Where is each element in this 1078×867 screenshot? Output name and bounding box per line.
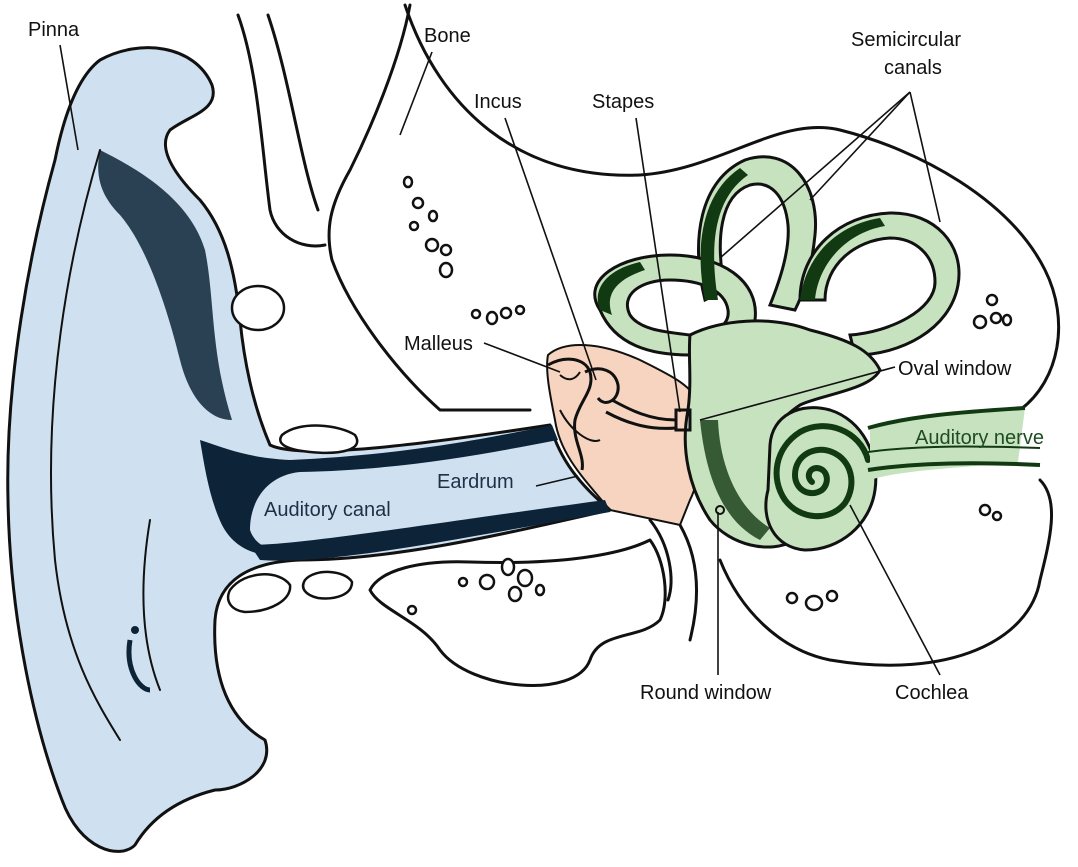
canal-inner-edge xyxy=(250,500,610,561)
cochlea-spiral xyxy=(773,423,871,520)
leader-lines xyxy=(59,44,941,676)
label-semicircular-canals-line1: Semicircular xyxy=(851,29,961,51)
label-cochlea: Cochlea xyxy=(895,682,969,704)
bone-outlines xyxy=(236,3,1061,687)
label-round-window: Round window xyxy=(640,682,772,704)
label-eardrum: Eardrum xyxy=(437,471,514,493)
label-incus: Incus xyxy=(474,91,522,113)
ossicles xyxy=(547,357,677,471)
canal-side-holes xyxy=(226,284,359,614)
label-semicircular-canals-line2: canals xyxy=(884,57,942,79)
label-auditory-canal: Auditory canal xyxy=(264,499,391,521)
label-auditory-nerve: Auditory nerve xyxy=(915,427,1044,449)
label-stapes: Stapes xyxy=(592,91,654,113)
helix-fold xyxy=(98,150,233,420)
labels: Pinna Bone Semicircular canals Incus Sta… xyxy=(28,19,1044,704)
label-pinna: Pinna xyxy=(28,19,80,41)
label-bone: Bone xyxy=(424,25,471,47)
outer-ear xyxy=(6,46,612,853)
inner-ear xyxy=(593,155,1041,552)
label-oval-window: Oval window xyxy=(898,358,1012,380)
bone-pores xyxy=(402,175,1013,616)
canal-shading xyxy=(200,425,558,557)
cochlea-shape xyxy=(764,406,878,552)
label-malleus: Malleus xyxy=(404,333,473,355)
